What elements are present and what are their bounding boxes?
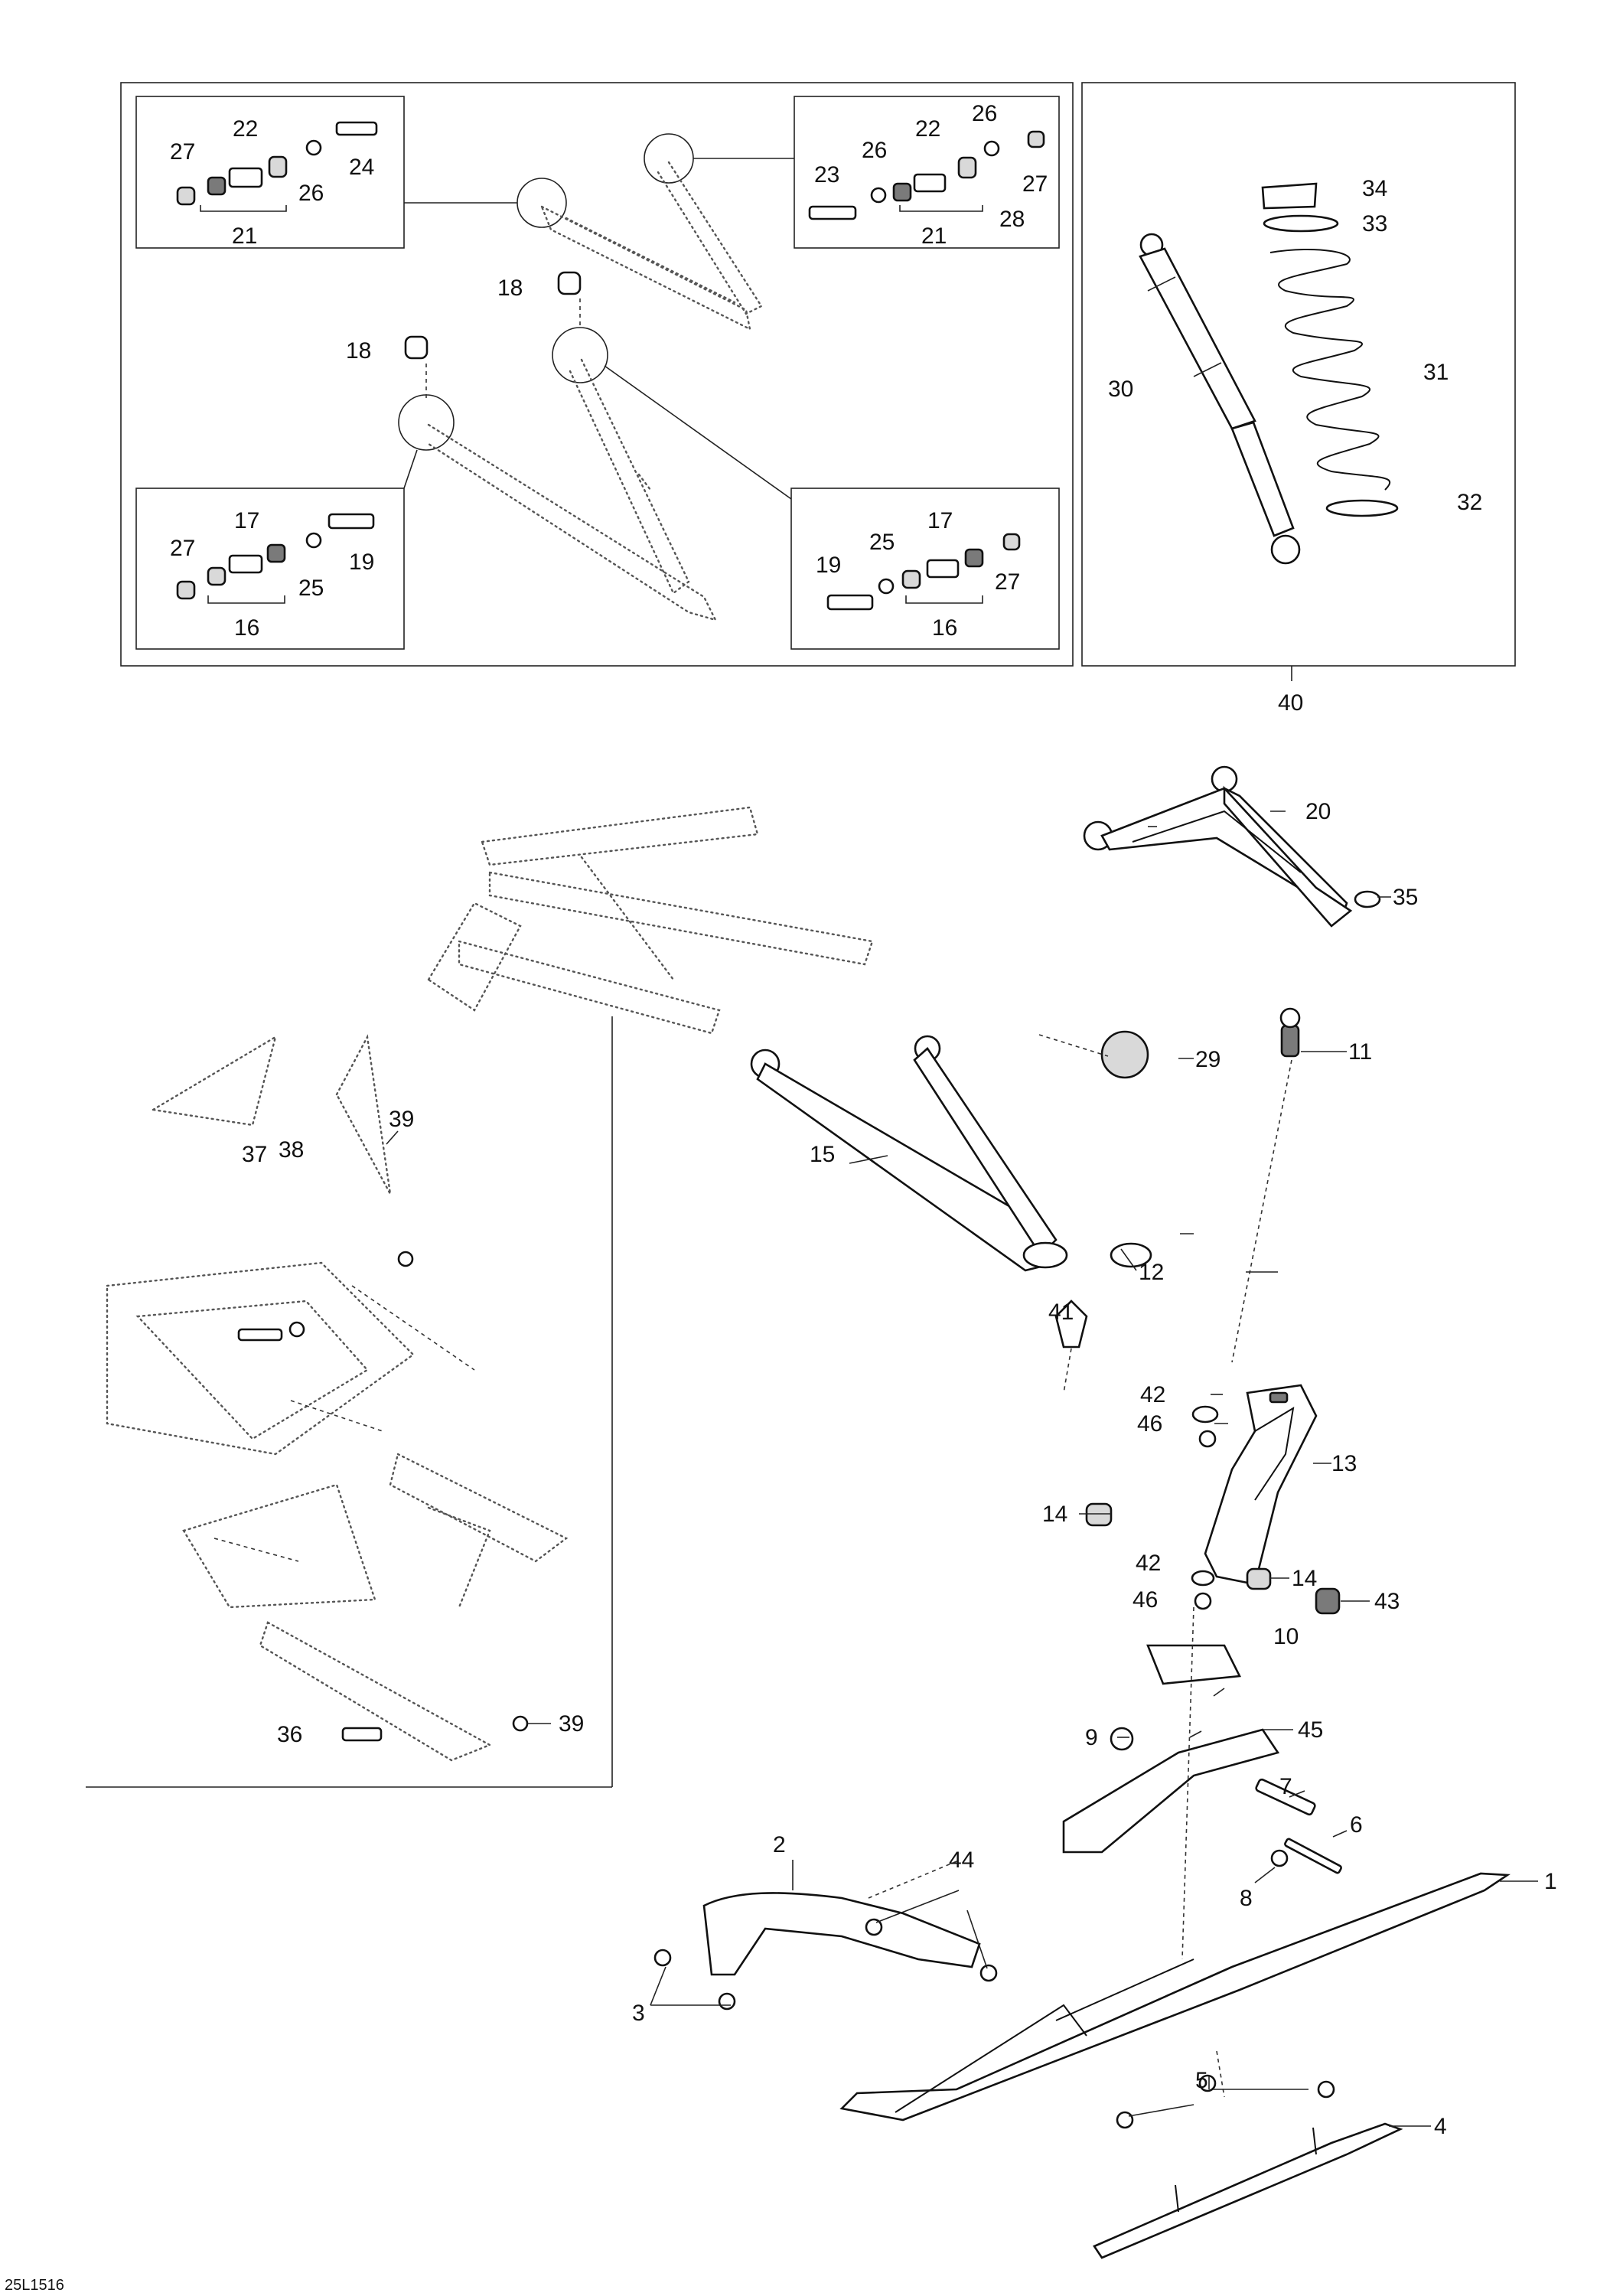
upper-a-arm-20 (1083, 765, 1353, 928)
callout-21: 21 (232, 223, 257, 249)
callout-20: 20 (1305, 799, 1331, 824)
callout-39: 39 (559, 1711, 584, 1737)
assembled-chassis-frame (86, 1016, 613, 1788)
callout-5: 5 (1195, 2068, 1208, 2093)
callout-33: 33 (1362, 211, 1387, 236)
assembly-lines (213, 1034, 1292, 2098)
hardware-box-top-right (808, 130, 1045, 220)
assembled-front-suspension (427, 806, 874, 1035)
assembled-hardware (237, 1251, 529, 1742)
callout-42: 42 (1136, 1551, 1161, 1576)
callout-46: 46 (1137, 1411, 1162, 1437)
drawing-code: 25L1516 (5, 2277, 64, 2294)
callout-4: 4 (1434, 2114, 1447, 2139)
callout-40: 40 (1278, 690, 1303, 716)
ski-1 (839, 1872, 1511, 2122)
callout-17: 17 (927, 508, 953, 533)
callout-26: 26 (298, 181, 324, 206)
callout-21: 21 (921, 223, 947, 249)
callout-16: 16 (932, 615, 957, 641)
hardware-box-top-left (176, 121, 378, 206)
callout-27: 27 (995, 569, 1020, 595)
callout-10: 10 (1273, 1624, 1299, 1649)
callout-28: 28 (999, 207, 1025, 232)
callout-38: 38 (279, 1137, 304, 1163)
callout-19: 19 (349, 550, 374, 575)
callout-31: 31 (1423, 360, 1449, 385)
callout-18: 18 (346, 338, 371, 364)
upper-a-arm-detail (517, 133, 763, 331)
callout-14: 14 (1292, 1566, 1317, 1591)
callout-14: 14 (1042, 1502, 1067, 1527)
callout-42: 42 (1140, 1382, 1165, 1407)
callout-34: 34 (1362, 176, 1387, 201)
callout-35: 35 (1393, 885, 1418, 910)
callout-22: 22 (233, 116, 258, 142)
callout-43: 43 (1374, 1589, 1400, 1614)
callout-17: 17 (234, 508, 259, 533)
callout-22: 22 (915, 116, 940, 142)
callout-9: 9 (1085, 1725, 1098, 1750)
callout-26: 26 (862, 138, 887, 163)
bushing-18-detail (404, 271, 582, 400)
callout-18: 18 (497, 276, 523, 301)
callout-labels: 27 22 24 26 21 26 22 26 23 27 28 21 18 1… (5, 101, 1557, 2294)
leader-lines (386, 810, 1538, 2127)
ski-leg-parts (1062, 1644, 1342, 1874)
spring (1261, 182, 1399, 517)
callout-24: 24 (349, 155, 374, 180)
callout-46: 46 (1133, 1587, 1158, 1613)
callout-15: 15 (810, 1142, 835, 1167)
callout-29: 29 (1195, 1047, 1221, 1072)
callout-32: 32 (1457, 490, 1482, 515)
callout-39: 39 (389, 1107, 414, 1132)
shock-frame (1081, 82, 1516, 681)
callout-6: 6 (1350, 1812, 1363, 1838)
callout-30: 30 (1108, 377, 1133, 402)
callout-23: 23 (814, 162, 839, 188)
callout-8: 8 (1240, 1886, 1253, 1911)
callout-25: 25 (298, 576, 324, 601)
callout-19: 19 (816, 553, 841, 578)
callout-41: 41 (1048, 1300, 1074, 1325)
callout-27: 27 (1022, 171, 1048, 197)
callout-25: 25 (869, 530, 895, 555)
spindle-hardware (1054, 890, 1381, 1615)
callout-13: 13 (1331, 1451, 1357, 1476)
callout-27: 27 (170, 139, 195, 165)
callout-2: 2 (773, 1832, 786, 1857)
callout-11: 11 (1348, 1039, 1372, 1065)
callout-26: 26 (972, 101, 997, 126)
callout-3: 3 (632, 2001, 645, 2026)
hardware-box-bottom-left (176, 513, 375, 600)
callout-1: 1 (1544, 1869, 1557, 1894)
upper-arm-detail-frame (120, 82, 1074, 667)
lower-a-arm-15 (750, 1035, 1068, 1272)
shock-absorber (1139, 233, 1301, 565)
carbide-runner-4 (1093, 2074, 1403, 2259)
spindle-13 (1204, 1384, 1318, 1586)
callout-37: 37 (242, 1142, 267, 1167)
callout-44: 44 (949, 1848, 974, 1873)
lower-a-arm-detail (398, 327, 718, 621)
callout-36: 36 (277, 1722, 302, 1747)
callout-16: 16 (234, 615, 259, 641)
callout-45: 45 (1298, 1717, 1323, 1743)
hardware-box-bottom-right (826, 533, 1021, 611)
callout-12: 12 (1139, 1260, 1164, 1285)
group-brackets (200, 205, 983, 604)
callout-27: 27 (170, 536, 195, 561)
handle-2 (653, 1892, 998, 2011)
callout-7: 7 (1279, 1774, 1292, 1799)
